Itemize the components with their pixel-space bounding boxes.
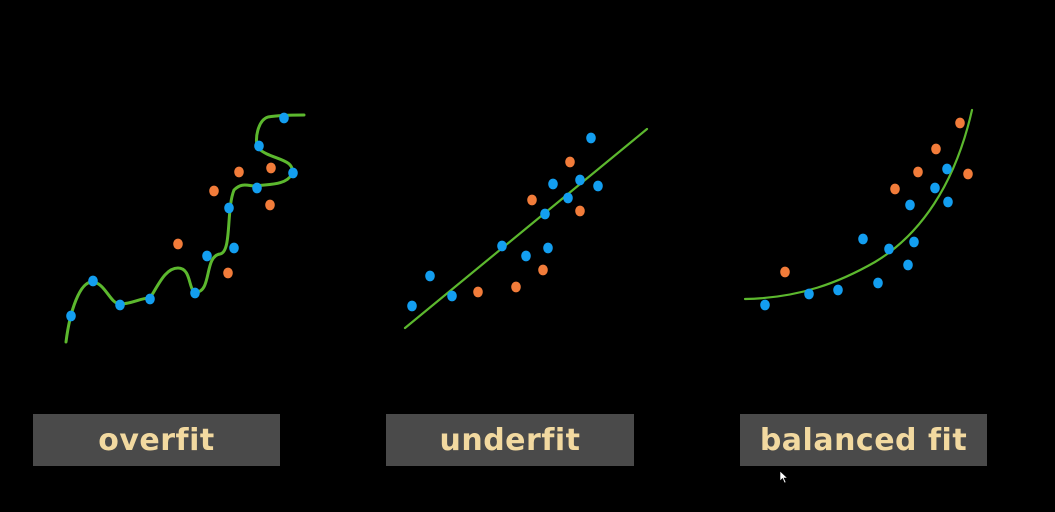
blue-point-overfit-6 bbox=[229, 242, 239, 254]
orange-point-underfit-4 bbox=[565, 156, 575, 168]
label-balanced-fit: balanced fit bbox=[759, 422, 968, 458]
blue-point-overfit-10 bbox=[288, 167, 298, 179]
blue-point-overfit-3 bbox=[145, 293, 155, 305]
blue-point-balanced-fit-4 bbox=[873, 277, 883, 289]
orange-point-overfit-2 bbox=[234, 166, 244, 178]
blue-point-balanced-fit-3 bbox=[858, 233, 868, 245]
blue-point-overfit-9 bbox=[254, 140, 264, 152]
blue-point-overfit-0 bbox=[66, 310, 76, 322]
orange-point-balanced-fit-4 bbox=[955, 117, 965, 129]
blue-point-overfit-5 bbox=[202, 250, 212, 262]
blue-point-underfit-3 bbox=[497, 240, 507, 252]
orange-point-balanced-fit-1 bbox=[890, 183, 900, 195]
blue-point-balanced-fit-11 bbox=[943, 196, 953, 208]
blue-point-overfit-8 bbox=[252, 182, 262, 194]
orange-point-balanced-fit-3 bbox=[931, 143, 941, 155]
orange-point-underfit-1 bbox=[511, 281, 521, 293]
fit-curve-overfit bbox=[64, 113, 306, 344]
blue-point-underfit-7 bbox=[548, 178, 558, 190]
orange-point-overfit-1 bbox=[209, 185, 219, 197]
blue-point-underfit-1 bbox=[425, 270, 435, 282]
fit-curve-underfit bbox=[403, 127, 649, 330]
blue-point-underfit-6 bbox=[540, 208, 550, 220]
label-box-balanced-fit: balanced fit bbox=[740, 414, 987, 466]
blue-point-overfit-1 bbox=[88, 275, 98, 287]
label-overfit: overfit bbox=[98, 422, 215, 458]
orange-point-balanced-fit-0 bbox=[780, 266, 790, 278]
blue-point-balanced-fit-6 bbox=[903, 259, 913, 271]
panel-overfit bbox=[64, 112, 306, 344]
blue-point-overfit-2 bbox=[115, 299, 125, 311]
blue-point-underfit-8 bbox=[563, 192, 573, 204]
orange-point-overfit-3 bbox=[266, 162, 276, 174]
blue-point-overfit-11 bbox=[279, 112, 289, 124]
panel-balanced-fit bbox=[743, 108, 974, 311]
label-box-overfit: overfit bbox=[33, 414, 280, 466]
blue-point-balanced-fit-9 bbox=[930, 182, 940, 194]
orange-point-underfit-2 bbox=[538, 264, 548, 276]
orange-point-underfit-5 bbox=[575, 205, 585, 217]
blue-point-overfit-4 bbox=[190, 287, 200, 299]
blue-point-balanced-fit-7 bbox=[909, 236, 919, 248]
orange-point-overfit-0 bbox=[173, 238, 183, 250]
blue-point-underfit-9 bbox=[575, 174, 585, 186]
label-underfit: underfit bbox=[439, 422, 581, 458]
orange-point-underfit-0 bbox=[473, 286, 483, 298]
blue-point-underfit-0 bbox=[407, 300, 417, 312]
panel-underfit bbox=[403, 127, 649, 330]
blue-point-underfit-11 bbox=[586, 132, 596, 144]
mouse-cursor-icon bbox=[779, 470, 789, 484]
blue-point-underfit-4 bbox=[521, 250, 531, 262]
orange-point-underfit-3 bbox=[527, 194, 537, 206]
blue-point-balanced-fit-5 bbox=[884, 243, 894, 255]
orange-point-overfit-5 bbox=[223, 267, 233, 279]
blue-point-balanced-fit-2 bbox=[833, 284, 843, 296]
blue-point-underfit-5 bbox=[543, 242, 553, 254]
blue-point-balanced-fit-0 bbox=[760, 299, 770, 311]
blue-point-balanced-fit-8 bbox=[905, 199, 915, 211]
orange-point-balanced-fit-5 bbox=[963, 168, 973, 180]
blue-point-underfit-2 bbox=[447, 290, 457, 302]
orange-point-overfit-4 bbox=[265, 199, 275, 211]
fit-curve-balanced-fit bbox=[743, 108, 974, 301]
blue-point-overfit-7 bbox=[224, 202, 234, 214]
orange-point-balanced-fit-2 bbox=[913, 166, 923, 178]
label-box-underfit: underfit bbox=[386, 414, 634, 466]
blue-point-balanced-fit-1 bbox=[804, 288, 814, 300]
blue-point-balanced-fit-10 bbox=[942, 163, 952, 175]
blue-point-underfit-10 bbox=[593, 180, 603, 192]
